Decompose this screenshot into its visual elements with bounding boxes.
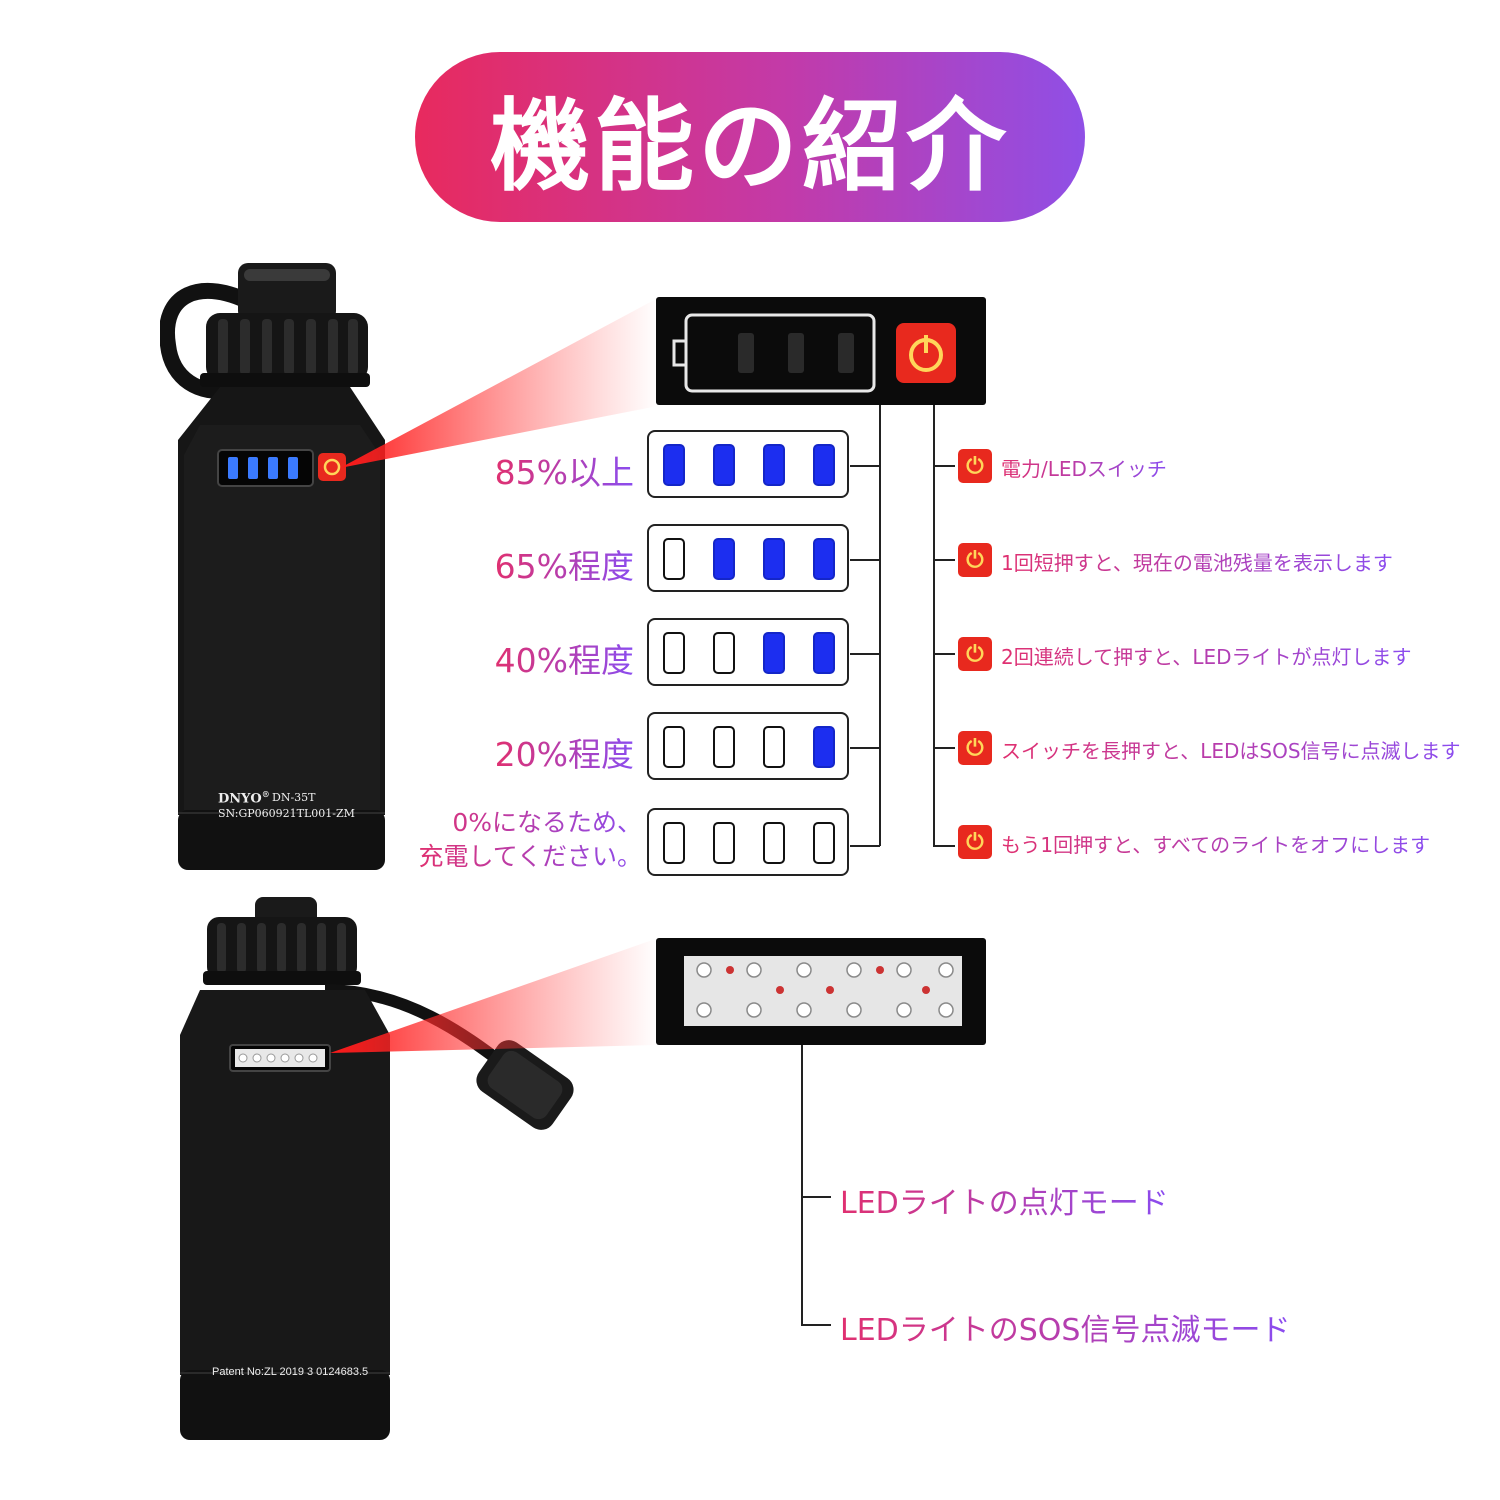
level-connector-3 bbox=[850, 653, 880, 655]
switch-connector-2 bbox=[933, 559, 955, 561]
level-connector-2 bbox=[850, 559, 880, 561]
battery-cell bbox=[813, 726, 835, 768]
battery-cell bbox=[713, 726, 735, 768]
power-icon: ⏻ bbox=[958, 637, 992, 671]
led-mode-sos: LEDライトのSOS信号点滅モード bbox=[840, 1305, 1290, 1349]
power-icon: ⏻ bbox=[958, 543, 992, 577]
level-label-40: 40%程度 bbox=[495, 634, 634, 682]
level-connector-vertical bbox=[879, 405, 881, 846]
device-model: DN-35T bbox=[272, 791, 316, 804]
battery-device-bottom-drawing bbox=[180, 897, 574, 1440]
level-label-0-line1: 0%になるため、 bbox=[452, 808, 642, 837]
switch-connector-4 bbox=[933, 747, 955, 749]
switch-function-4: スイッチを長押すと、LEDはSOS信号に点滅します bbox=[1001, 735, 1461, 764]
device-serial: SN:GP060921TL001-ZM bbox=[218, 807, 355, 820]
led-mode-on: LEDライトの点灯モード bbox=[840, 1178, 1169, 1222]
battery-cell bbox=[713, 822, 735, 864]
battery-cell bbox=[713, 632, 735, 674]
level-connector-1 bbox=[850, 465, 880, 467]
page-title: 機能の紹介 bbox=[490, 87, 1010, 205]
battery-cell bbox=[763, 538, 785, 580]
battery-cell bbox=[763, 726, 785, 768]
switch-connector-3 bbox=[933, 653, 955, 655]
indicator-zoom-drawing bbox=[672, 313, 956, 393]
level-connector-4 bbox=[850, 747, 880, 749]
power-icon: ⏻ bbox=[958, 825, 992, 859]
level-label-20: 20%程度 bbox=[495, 728, 634, 776]
switch-function-1: 電力/LEDスイッチ bbox=[1001, 453, 1167, 482]
level-label-0: 0%になるため、 充電してください。 bbox=[418, 806, 642, 874]
battery-cell bbox=[663, 444, 685, 486]
battery-level-20 bbox=[647, 712, 849, 780]
battery-cell bbox=[713, 538, 735, 580]
switch-connector-1 bbox=[933, 465, 955, 467]
level-connector-5 bbox=[850, 845, 880, 847]
battery-cell bbox=[763, 632, 785, 674]
battery-cell bbox=[813, 822, 835, 864]
led-zoom-drawing bbox=[684, 956, 962, 1026]
device-brand: DNYO® bbox=[218, 789, 270, 807]
switch-connector-vertical bbox=[933, 405, 935, 846]
switch-function-5: もう1回押すと、すべてのライトをオフにします bbox=[1001, 829, 1430, 858]
mode-connector-1 bbox=[801, 1196, 831, 1198]
battery-level-85 bbox=[647, 430, 849, 498]
battery-device-top: DNYO® DN-35T SN:GP060921TL001-ZM bbox=[160, 255, 390, 880]
power-icon: ⏻ bbox=[958, 449, 992, 483]
switch-function-3: 2回連続して押すと、LEDライトが点灯します bbox=[1001, 641, 1412, 670]
switch-function-2: 1回短押すと、現在の電池残量を表示します bbox=[1001, 547, 1393, 576]
battery-cell bbox=[663, 538, 685, 580]
battery-cell bbox=[763, 822, 785, 864]
battery-device-bottom: Patent No:ZL 2019 3 0124683.5 bbox=[175, 895, 575, 1495]
level-label-85: 85%以上 bbox=[495, 446, 634, 494]
battery-cell bbox=[763, 444, 785, 486]
power-icon: ⏻ bbox=[958, 731, 992, 765]
battery-cell bbox=[663, 726, 685, 768]
zoom-beam-bottom bbox=[330, 938, 658, 1053]
title-banner: 機能の紹介 bbox=[415, 52, 1085, 222]
battery-level-0 bbox=[647, 808, 849, 876]
battery-level-65 bbox=[647, 524, 849, 592]
battery-cell bbox=[663, 822, 685, 864]
level-label-65: 65%程度 bbox=[495, 540, 634, 588]
battery-cell bbox=[663, 632, 685, 674]
level-label-0-line2: 充電してください。 bbox=[418, 842, 642, 871]
switch-connector-5 bbox=[933, 845, 955, 847]
battery-cell bbox=[713, 444, 735, 486]
battery-level-40 bbox=[647, 618, 849, 686]
battery-device-top-drawing bbox=[160, 263, 385, 870]
led-zoom-panel bbox=[656, 938, 986, 1045]
battery-cell bbox=[813, 444, 835, 486]
device-patent: Patent No:ZL 2019 3 0124683.5 bbox=[212, 1366, 369, 1378]
indicator-zoom-panel bbox=[656, 297, 986, 405]
zoom-beam-top bbox=[340, 298, 658, 468]
mode-connector-2 bbox=[801, 1324, 831, 1326]
battery-cell bbox=[813, 632, 835, 674]
battery-cell bbox=[813, 538, 835, 580]
mode-connector-vertical bbox=[801, 1045, 803, 1325]
